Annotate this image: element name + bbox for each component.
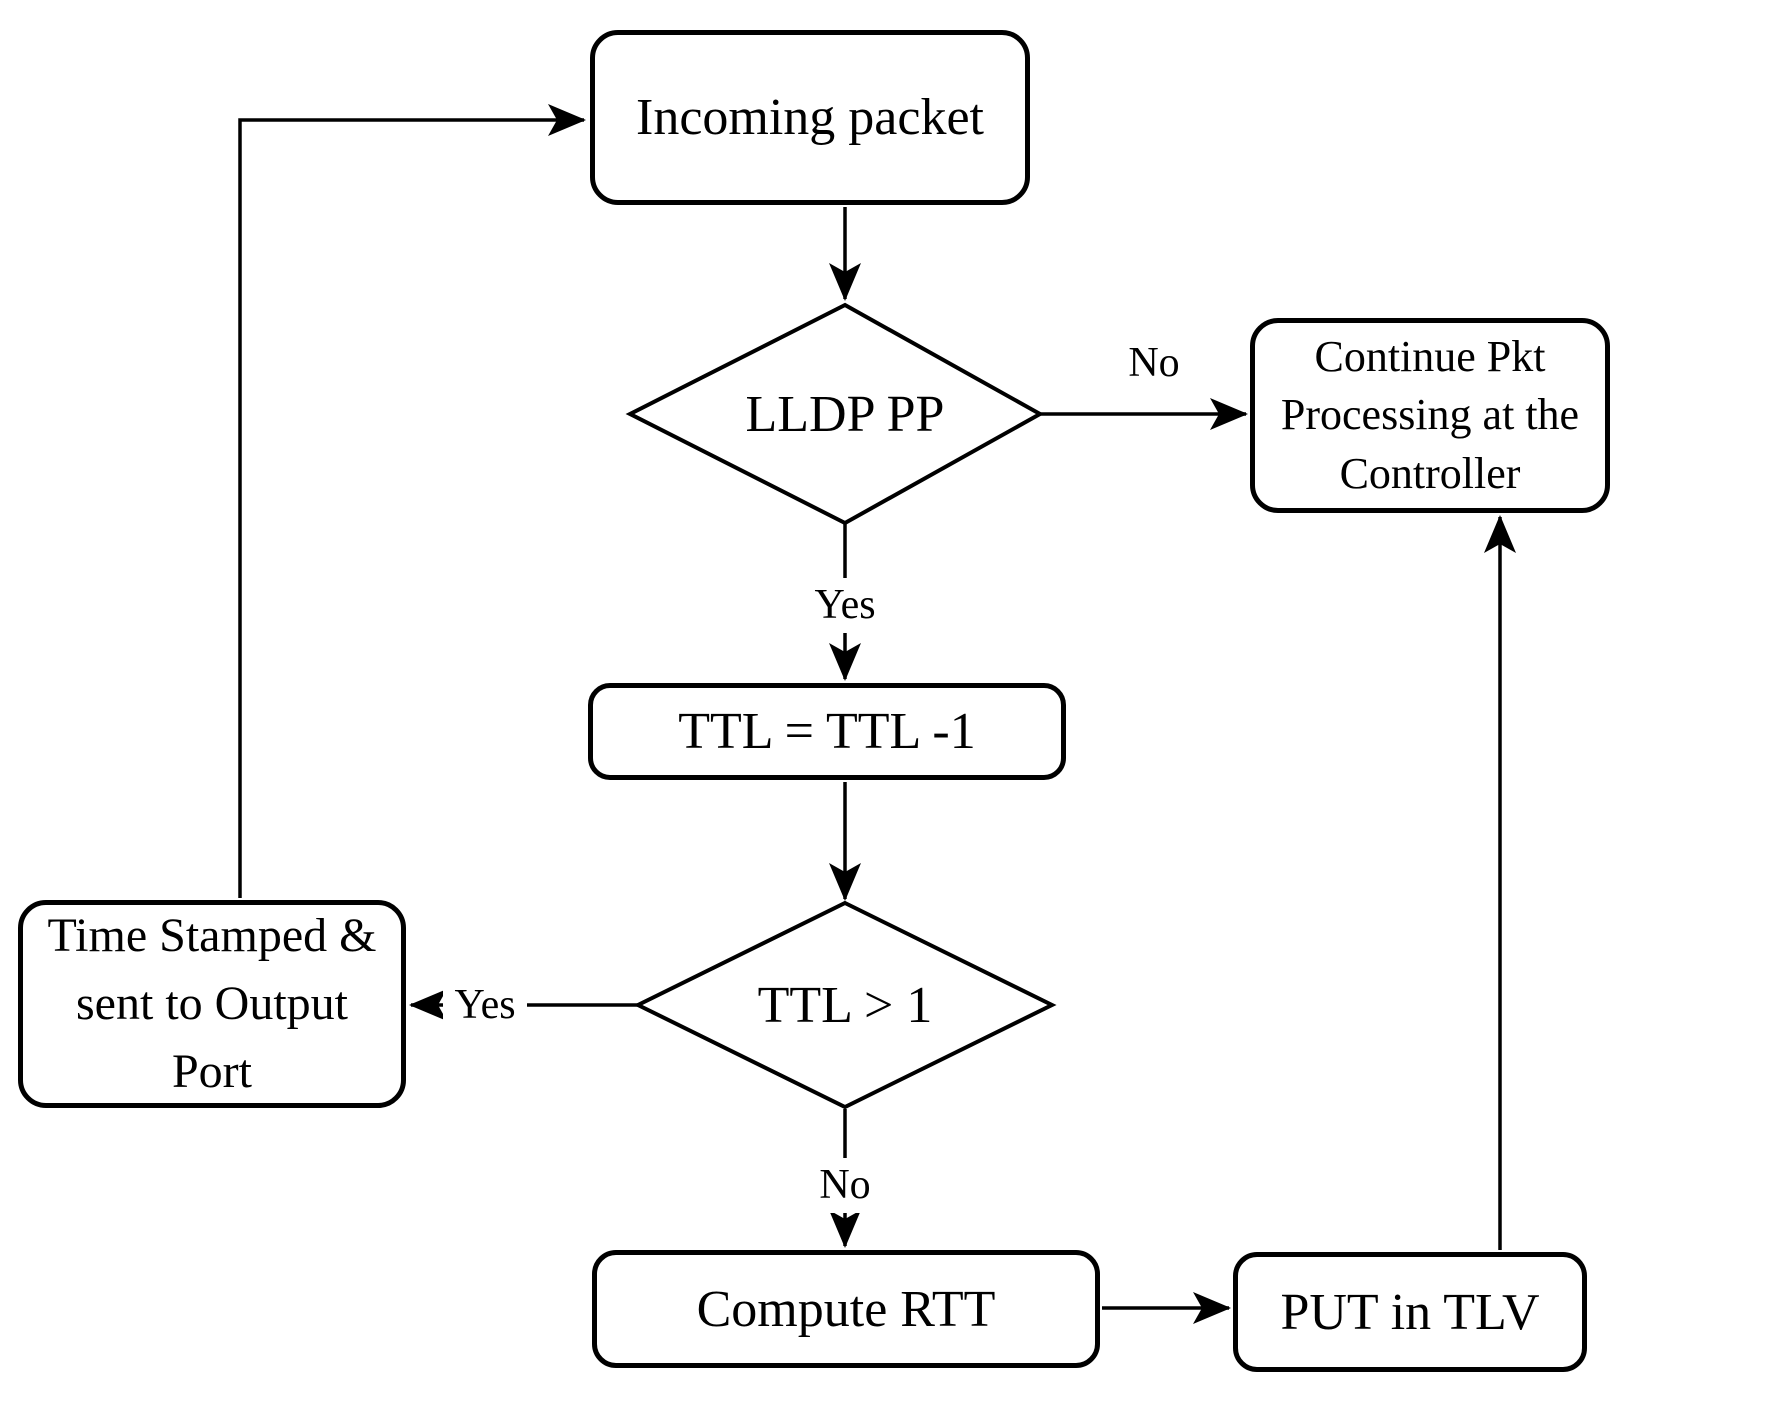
node-continue-processing-line2: Processing at the — [1280, 390, 1580, 440]
edge-time-stamped-loop-to-incoming — [238, 104, 586, 898]
node-continue-processing-line1: Continue Pkt — [1314, 331, 1546, 381]
node-compute-rtt-label: Compute RTT — [696, 1280, 996, 1338]
node-continue-processing: Continue Pkt Processing at the Controlle… — [1250, 318, 1610, 513]
node-continue-processing-line3: Controller — [1339, 448, 1521, 498]
edge-label-ttl-no: No — [770, 1158, 920, 1213]
node-time-stamped-line3: Port — [171, 1045, 252, 1099]
node-ttl-decrement-label: TTL = TTL -1 — [678, 703, 976, 760]
edge-label-ttl-yes: Yes — [443, 978, 527, 1033]
node-time-stamped-line2: sent to Output — [76, 976, 348, 1030]
node-time-stamped-line1: Time Stamped & — [47, 908, 377, 962]
ttl-check-diamond — [633, 900, 1057, 1110]
node-put-in-tlv-label: PUT in TLV — [1280, 1283, 1540, 1341]
edge-label-lldp-no: No — [1079, 336, 1229, 391]
node-incoming-packet-label: Incoming packet — [636, 89, 984, 146]
node-incoming-packet: Incoming packet — [590, 30, 1030, 205]
node-compute-rtt: Compute RTT — [592, 1250, 1100, 1368]
node-put-in-tlv: PUT in TLV — [1233, 1252, 1587, 1372]
node-lldp-pp-label: LLDP PP — [745, 385, 945, 443]
node-time-stamped: Time Stamped & sent to Output Port — [18, 900, 406, 1108]
lldp-pp-diamond — [625, 302, 1045, 526]
node-ttl-check-label: TTL > 1 — [757, 976, 933, 1034]
node-ttl-decrement: TTL = TTL -1 — [588, 683, 1066, 780]
edge-label-lldp-yes: Yes — [770, 578, 920, 633]
